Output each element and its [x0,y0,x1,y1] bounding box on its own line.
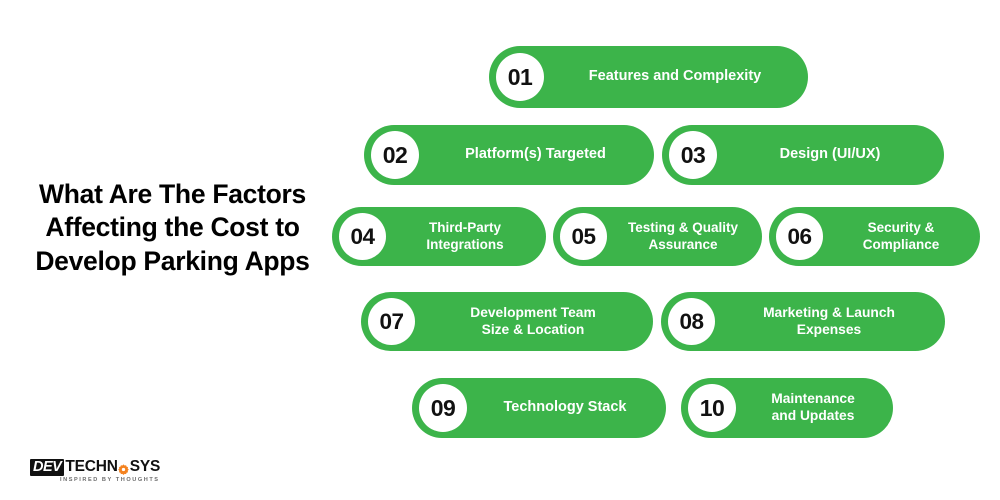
factor-number-02: 02 [382,141,408,168]
factor-pill-09[interactable]: 09 Technology Stack [412,378,666,438]
factor-number-07: 07 [379,308,404,334]
factor-number-badge-02: 02 [371,131,419,179]
factor-label-02: Platform(s) Targeted [465,146,606,163]
factor-number-badge-08: 08 [668,298,715,345]
gear-icon [117,462,129,475]
factor-number-10: 10 [699,394,725,421]
factor-pill-06[interactable]: 06 Security & Compliance [769,207,980,266]
factor-pill-04[interactable]: 04 Third-Party Integrations [332,207,546,266]
logo-tagline: INSPIRED BY THOUGHTS [60,477,160,483]
logo-dev-badge: DEV [30,458,65,476]
factor-number-badge-09: 09 [419,384,467,432]
factor-pill-03[interactable]: 03 Design (UI/UX) [662,125,944,185]
page-title: What Are The Factors Affecting the Cost … [35,179,310,276]
factor-label-08: Marketing & Launch Expenses [763,304,895,337]
factor-number-01: 01 [507,63,533,90]
factor-number-05: 05 [571,223,596,249]
factor-label-07: Development Team Size & Location [470,304,596,337]
factor-number-badge-06: 06 [776,213,823,260]
factor-number-04: 04 [350,223,375,249]
factor-number-08: 08 [679,308,704,334]
factor-pill-10[interactable]: 10 Maintenance and Updates [681,378,893,438]
devtechnosys-logo: DEV TECHN SYS INSPIRED BY THOUGHTS [30,458,170,490]
factor-number-03: 03 [680,141,706,168]
factor-number-09: 09 [430,394,456,421]
factor-pill-08[interactable]: 08 Marketing & Launch Expenses [661,292,945,351]
factor-number-badge-03: 03 [669,131,717,179]
factor-number-badge-07: 07 [368,298,415,345]
logo-wordmark: DEV TECHN SYS [30,458,170,476]
factor-label-06: Security & Compliance [862,220,940,252]
factor-number-badge-01: 01 [496,53,544,101]
factor-pill-07[interactable]: 07 Development Team Size & Location [361,292,653,351]
factor-number-06: 06 [787,223,812,249]
factor-label-05: Testing & Quality Assurance [627,220,738,252]
factor-pill-02[interactable]: 02 Platform(s) Targeted [364,125,654,185]
logo-sys-text: SYS [129,458,161,475]
factor-label-03: Design (UI/UX) [779,146,881,163]
factor-label-01: Features and Complexity [588,68,762,85]
factor-pill-05[interactable]: 05 Testing & Quality Assurance [553,207,762,266]
factor-number-badge-04: 04 [339,213,386,260]
factor-number-badge-05: 05 [560,213,607,260]
factor-label-09: Technology Stack [503,399,627,416]
factor-label-10: Maintenance and Updates [771,391,855,423]
logo-techn-text: TECHN [65,458,118,475]
factor-label-04: Third-Party Integrations [426,220,504,252]
factor-pill-01[interactable]: 01 Features and Complexity [489,46,808,108]
factor-number-badge-10: 10 [688,384,736,432]
